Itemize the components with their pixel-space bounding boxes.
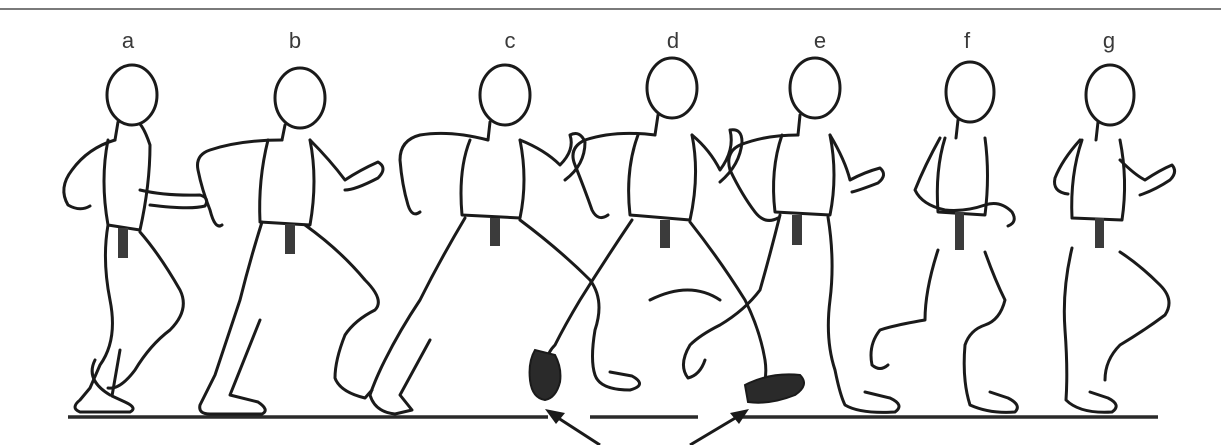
runner-figure-a [64, 65, 207, 412]
runner-figure-e [683, 58, 899, 412]
shorts-stripe-e [792, 215, 802, 245]
dark-shoe-left [530, 350, 561, 400]
frame-label-b: b [289, 28, 301, 53]
frame-label-f: f [964, 28, 971, 53]
dark-shoe-right [745, 374, 804, 402]
shorts-stripe-g [1095, 218, 1104, 248]
arrow-left [545, 409, 600, 445]
shorts-stripe-c [490, 218, 500, 246]
arrow-right [690, 409, 749, 445]
frame-label-d: d [667, 28, 679, 53]
frame-label-a: a [122, 28, 135, 53]
runner-figure-g [1055, 65, 1175, 412]
frame-label-g: g [1103, 28, 1115, 53]
shorts-stripe-d [660, 220, 670, 248]
runner-figure-f [871, 62, 1017, 412]
shorts-stripe-a [118, 228, 128, 258]
frame-label-c: c [505, 28, 516, 53]
shorts-stripe-f [955, 212, 964, 250]
runner-figure-d [547, 58, 766, 395]
frame-label-e: e [814, 28, 826, 53]
shorts-stripe-b [285, 224, 295, 254]
runner-figure-c [370, 65, 640, 414]
